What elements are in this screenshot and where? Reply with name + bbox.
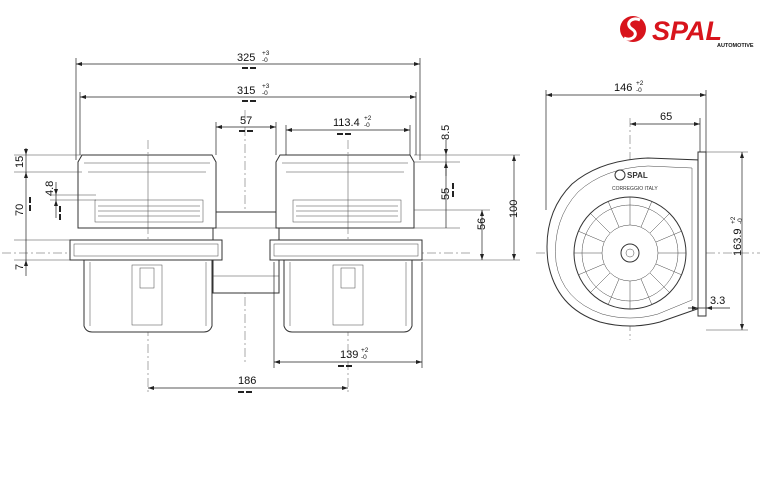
dim-housing-width-tol-minus: -0	[262, 90, 268, 97]
dim-inlet-width: 139	[340, 349, 358, 361]
dim-side-width-tol-plus: +2	[636, 80, 644, 87]
brand-name: SPAL	[652, 16, 722, 46]
dim-overall-width: 325	[237, 52, 255, 64]
dim-outlet-offset: 65	[660, 111, 672, 123]
dim-bottom-lip: 7	[14, 264, 26, 270]
brand-subtitle: AUTOMOTIVE	[717, 43, 754, 49]
fan-wheel	[573, 196, 687, 310]
housing-stamp: SPAL CORREGGIO ITALY	[612, 169, 658, 192]
side-view: SPAL CORREGGIO ITALY 146 +2 -0 65 163.9 …	[536, 80, 760, 340]
dim-side-height-tol-plus: +2	[730, 216, 737, 224]
dim-top-lip: 15	[14, 156, 26, 168]
dim-outlet-height: 55	[440, 188, 452, 200]
dim-side-height: 163.9	[732, 228, 744, 256]
dim-overall-width-tol-plus: +3	[262, 50, 270, 57]
dim-housing-width-tol-plus: +3	[262, 83, 270, 90]
left-blower-housing	[69, 154, 223, 333]
dim-flange: 3.3	[710, 295, 725, 307]
spal-logo-icon	[620, 16, 646, 42]
dim-inlet-width-tol-minus: -0	[361, 354, 367, 361]
dim-outlet-left-height: 70	[14, 204, 26, 216]
dim-side-width: 146	[614, 82, 632, 94]
dim-center-distance: 186	[238, 375, 256, 387]
dim-housing-width: 315	[237, 85, 255, 97]
dim-overall-height: 100	[508, 200, 520, 218]
dim-overall-width-tol-minus: -0	[262, 57, 268, 64]
stamp-brand: SPAL	[627, 171, 648, 180]
spal-logo: SPAL AUTOMOTIVE	[620, 16, 754, 49]
dim-lower-height: 56	[476, 218, 488, 230]
dim-flange-top: 8.5	[440, 125, 452, 140]
dim-side-height-tol-minus: -0	[737, 218, 744, 224]
right-blower-housing	[269, 154, 423, 333]
dim-slot: 4.8	[44, 181, 56, 196]
dim-outlet-width-tol-plus: +2	[364, 115, 372, 122]
stamp-text: CORREGGIO ITALY	[612, 186, 658, 192]
dim-outlet-width-tol-minus: -0	[364, 122, 370, 129]
dim-outlet-width: 113.4	[333, 117, 360, 129]
dim-motor-width: 57	[240, 115, 252, 127]
front-view: 325 +3 -0 315 +3 -0 57 113.4 +2 -0 1	[2, 50, 520, 395]
dim-side-width-tol-minus: -0	[636, 87, 642, 94]
dim-inlet-width-tol-plus: +2	[361, 347, 369, 354]
